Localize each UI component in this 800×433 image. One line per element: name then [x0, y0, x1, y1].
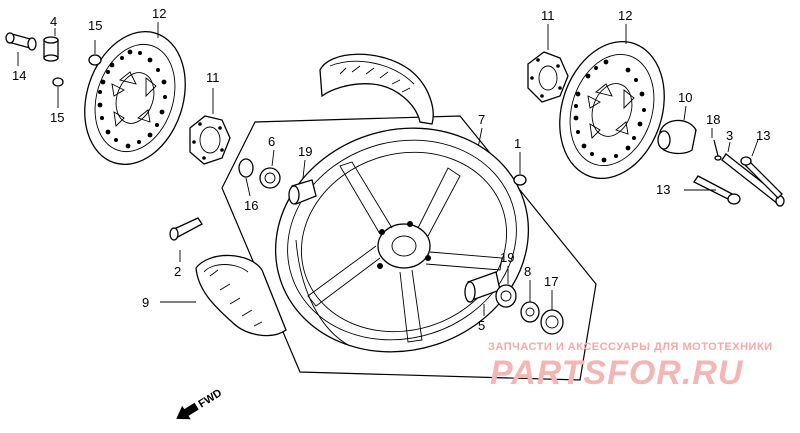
forward-arrow-icon: FWD	[176, 387, 225, 420]
spacer-19-right	[495, 284, 517, 308]
callout-8: 8	[524, 264, 531, 279]
callout-17: 17	[544, 274, 558, 289]
callout-6: 6	[268, 134, 275, 149]
watermark-tagline: ЗАПЧАСТИ И АКСЕССУАРЫ ДЛЯ МОТОТЕХНИКИ	[488, 341, 773, 353]
speedometer-gearbox-10	[657, 119, 697, 155]
valve-stem-2	[169, 217, 203, 241]
bearing-6	[259, 167, 281, 189]
axle-spacer-5	[464, 271, 501, 303]
callout-1: 1	[514, 136, 521, 151]
nut-15-lower	[52, 77, 64, 87]
bolt-13-lower	[693, 175, 741, 205]
callout-15-upper: 15	[88, 18, 102, 33]
nut-15-upper	[88, 54, 102, 66]
bearing-8	[520, 301, 540, 323]
axle-collar-14	[5, 32, 37, 51]
right-disc-hub-plate	[527, 51, 569, 103]
callout-13-upper: 13	[756, 128, 770, 143]
bolt-13-upper	[740, 156, 783, 199]
callout-13-lower: 13	[656, 182, 670, 197]
assembly-outline	[221, 115, 597, 381]
callout-7: 7	[478, 112, 485, 127]
seal-16	[238, 158, 254, 178]
tire-lower	[195, 254, 287, 337]
rim-band	[295, 239, 351, 347]
callout-19-right: 19	[500, 250, 514, 265]
callout-19-left: 19	[298, 144, 312, 159]
callout-12-right: 12	[618, 8, 632, 23]
fwd-label: FWD	[197, 387, 225, 410]
spacer-4	[43, 36, 59, 62]
tire-upper	[319, 53, 434, 125]
bolt-1	[513, 174, 527, 186]
left-brake-disc	[84, 30, 186, 166]
watermark-brand: PARTSFOR.RU	[490, 354, 744, 392]
callout-12-left: 12	[152, 6, 166, 21]
spacer-19-left	[288, 179, 317, 205]
callout-11-right: 11	[541, 8, 555, 23]
callout-2: 2	[174, 264, 181, 279]
seal-17	[540, 309, 564, 335]
watermark: ЗАПЧАСТИ И АКСЕССУАРЫ ДЛЯ МОТОТЕХНИКИ PA…	[488, 341, 773, 392]
callout-4: 4	[50, 14, 57, 29]
callout-16: 16	[244, 198, 258, 213]
callout-10: 10	[678, 90, 692, 105]
callout-11-left: 11	[206, 70, 220, 85]
callout-5: 5	[478, 318, 485, 333]
left-disc-hub-plate	[189, 115, 231, 165]
screw-18	[713, 139, 722, 161]
callout-3: 3	[726, 128, 733, 143]
callout-15-lower: 15	[50, 110, 64, 125]
right-brake-disc	[559, 41, 665, 179]
callout-9: 9	[142, 295, 149, 310]
callout-18: 18	[706, 112, 720, 127]
callout-14: 14	[12, 68, 26, 83]
